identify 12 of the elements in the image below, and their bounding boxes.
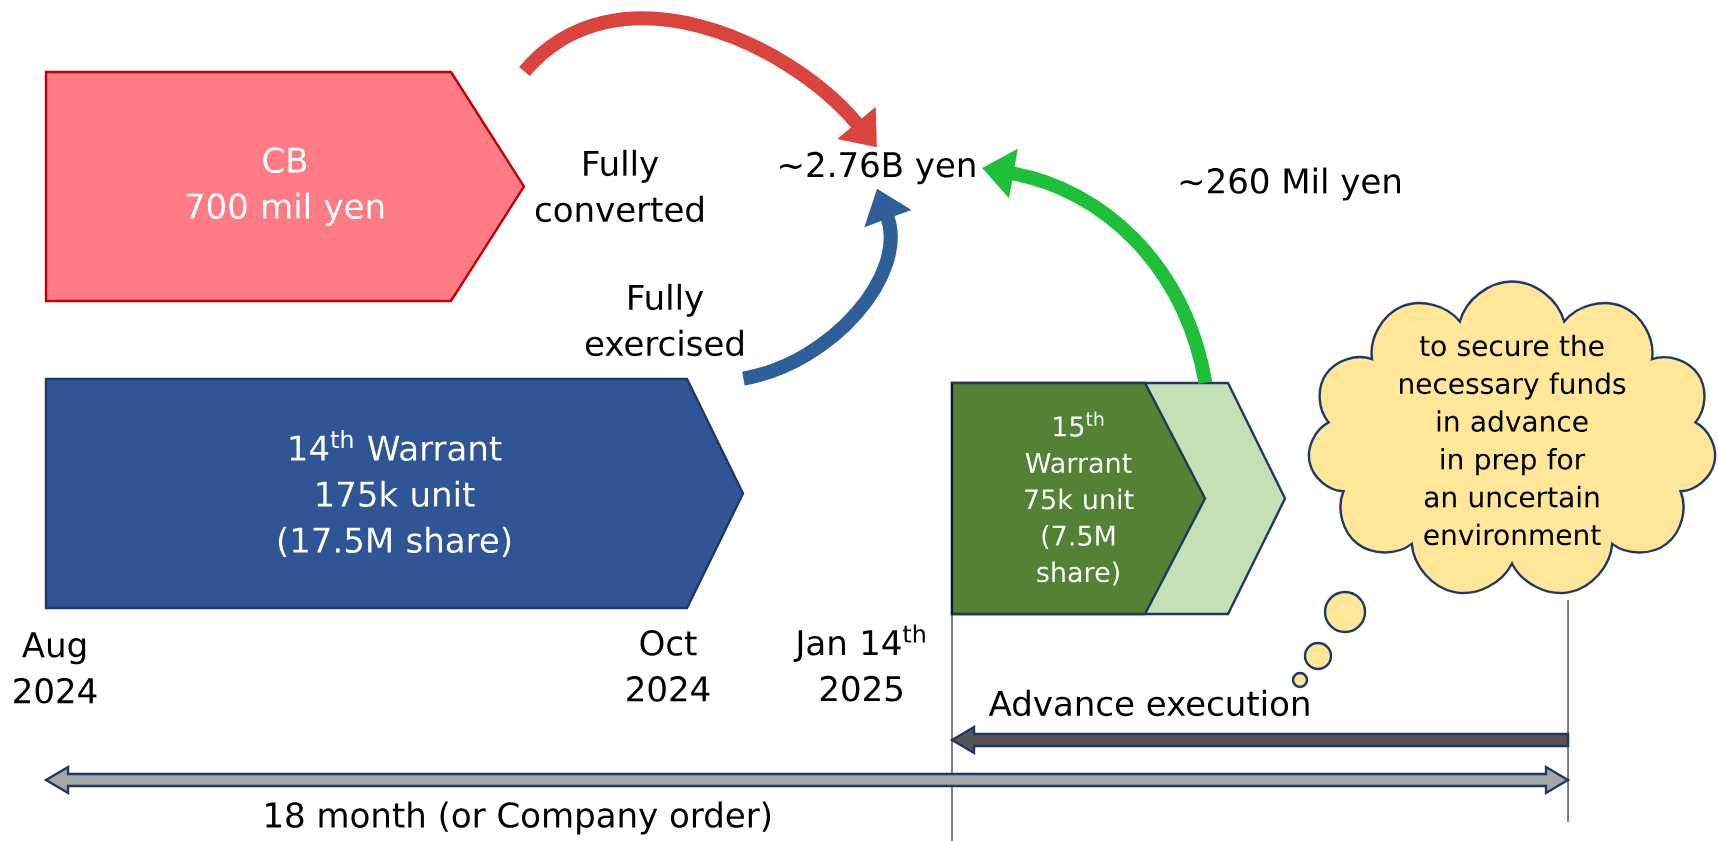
edge-label: ∼260 Mil yen [1180, 167, 1400, 201]
chevron-box: CB 700 mil yen [44, 70, 526, 303]
edge-label: Fully exercised [585, 283, 743, 357]
date-label: Aug 2024 [14, 632, 97, 704]
chevron-box: 15$^{th}$ Warrant 75k unit (7.5M share) [950, 381, 1207, 616]
thought-cloud: to secure the necessary funds in advance in prep for an uncertain environment [1291, 280, 1717, 689]
edge-label: Fully converted [535, 149, 703, 223]
span-label: 18 month (or Company order) [266, 801, 771, 835]
date-label: Jan 14$^{th}$ 2025 [793, 624, 925, 702]
chevron-box: 14$^{th}$ Warrant 175k unit (17.5M share) [44, 377, 745, 610]
amount-text: ∼2.76B yen [780, 151, 975, 185]
span-label: Advance execution [988, 689, 1309, 717]
